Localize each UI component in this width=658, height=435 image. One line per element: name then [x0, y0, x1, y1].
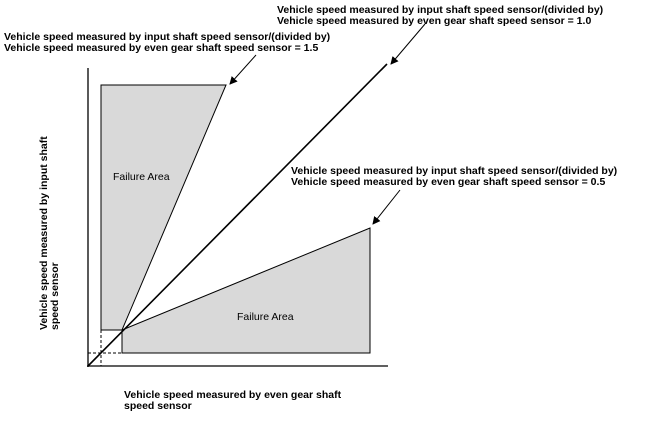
ratio-1-5-annotation-line1: Vehicle speed measured by input shaft sp…: [4, 31, 330, 43]
ratio-1-5-annotation-line2: Vehicle speed measured by even gear shaf…: [4, 42, 318, 54]
lower-failure-area-label: Failure Area: [237, 311, 294, 323]
ratio-0-5-annotation-line2: Vehicle speed measured by even gear shaf…: [291, 176, 605, 188]
ratio-1-0-leader-arrow: [390, 23, 426, 65]
ratio-1-0-line: [87, 63, 388, 367]
ratio-1-5-leader-arrow: [229, 54, 257, 85]
y-axis-label-line2: speed sensor: [49, 262, 61, 330]
upper-failure-area: [100, 84, 227, 331]
upper-failure-area-label: Failure Area: [113, 171, 170, 183]
x-axis-label-line1: Vehicle speed measured by even gear shaf…: [124, 389, 342, 401]
ratio-0-5-annotation-line1: Vehicle speed measured by input shaft sp…: [291, 165, 617, 177]
ratio-1-0-annotation-line2: Vehicle speed measured by even gear shaf…: [277, 15, 591, 27]
y-axis-label: Vehicle speed measured by input shaft sp…: [38, 136, 61, 330]
ratio-1-0-annotation-line1: Vehicle speed measured by input shaft sp…: [277, 4, 603, 16]
lower-failure-area: [121, 227, 371, 354]
y-axis-label-line1: Vehicle speed measured by input shaft: [38, 136, 50, 330]
ratio-0-5-leader-arrow: [372, 189, 401, 225]
x-axis-label-line2: speed sensor: [124, 400, 192, 412]
